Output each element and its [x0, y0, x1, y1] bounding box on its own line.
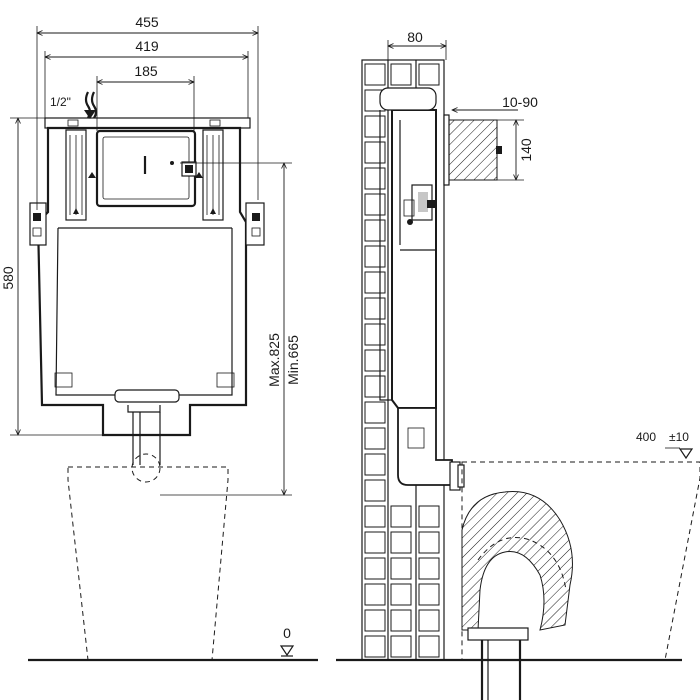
bowl-trap-hatch: [461, 491, 573, 631]
dim-580: 580: [0, 266, 16, 290]
flush-outlet: [114, 389, 180, 403]
wall-tile: [364, 453, 386, 476]
drain-connector: [467, 627, 529, 641]
dim-185: 185: [134, 63, 158, 79]
wall-tile: [364, 531, 386, 554]
toilet-bowl-front: [67, 466, 229, 661]
wall-tile: [364, 141, 386, 164]
wall-tile: [364, 583, 386, 606]
wall-tile: [364, 609, 386, 632]
wall-tile: [390, 505, 412, 528]
side-dimensions: 80 10-90 140 400 ±10: [388, 29, 694, 460]
wall-tile: [390, 635, 412, 658]
wall-tile: [364, 193, 386, 216]
flush-pipe: [132, 412, 161, 465]
wall-tile: [364, 479, 386, 502]
dim-400-tol: ±10: [669, 430, 689, 444]
wall-tile: [364, 63, 386, 86]
wall-tile: [364, 219, 386, 242]
wall-tile: [418, 635, 440, 658]
dim-max: Max.825: [266, 333, 282, 387]
flush-plate-side: [446, 119, 498, 181]
front-view: [28, 91, 318, 662]
dim-80: 80: [407, 29, 423, 45]
wall-tile: [364, 375, 386, 398]
wall-tile: [364, 505, 386, 528]
wall-tile: [418, 609, 440, 632]
wall-tile: [364, 557, 386, 580]
dim-400: 400: [636, 430, 656, 444]
wall-tile: [364, 323, 386, 346]
dim-inlet: 1/2": [50, 95, 71, 109]
top-rail: [44, 117, 251, 129]
side-flush-pipe: [397, 407, 453, 486]
wall-tile: [364, 427, 386, 450]
side-view: [336, 59, 700, 700]
wall-tiles: [364, 63, 440, 658]
wall-tile: [364, 115, 386, 138]
wall-tile: [390, 63, 412, 86]
wall-tile: [390, 583, 412, 606]
dim-floor-zero: 0: [283, 625, 291, 641]
dim-455: 455: [135, 14, 159, 30]
wall-tile: [364, 401, 386, 424]
dim-140: 140: [518, 138, 534, 162]
wall-tile: [390, 557, 412, 580]
wall-tile: [364, 297, 386, 320]
wall-tile: [364, 167, 386, 190]
wall-tile: [418, 505, 440, 528]
cistern-side: [391, 109, 437, 409]
wall-tile: [418, 63, 440, 86]
drain-circle: [131, 453, 161, 483]
bracket-left: [29, 202, 47, 246]
dim-10-90: 10-90: [502, 94, 538, 110]
wall-tile: [390, 531, 412, 554]
wall-tile: [418, 531, 440, 554]
dim-min: Min.665: [285, 335, 301, 385]
wall-tile: [418, 583, 440, 606]
wall-tile: [364, 349, 386, 372]
dim-419: 419: [135, 38, 159, 54]
wall-tile: [364, 245, 386, 268]
wall-tile: [364, 271, 386, 294]
bracket-right: [245, 202, 265, 246]
inlet-arrow-icon: [84, 91, 98, 119]
front-dimensions: 455 419 185 1/2" 580 Max.825 Min.665 0: [0, 14, 301, 641]
wall-tile: [390, 609, 412, 632]
wall-tile: [364, 635, 386, 658]
wall-tile: [418, 557, 440, 580]
